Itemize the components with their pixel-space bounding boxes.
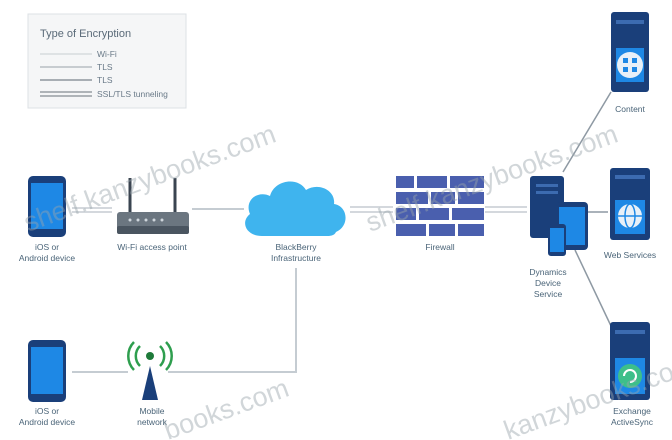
cloud-icon [245, 181, 346, 236]
wifi-access-point: Wi-Fi access point [117, 178, 189, 252]
legend-label-ssl: SSL/TLS tunneling [97, 89, 168, 99]
dynamics-service: Dynamics Device Service [529, 176, 588, 299]
brick-5 [431, 192, 455, 204]
brick-6 [458, 192, 484, 204]
device-top: iOS or Android device [19, 176, 76, 263]
router-front [117, 226, 189, 234]
grid-cell-1 [623, 58, 628, 63]
legend: Type of Encryption Wi-Fi TLS TLS SSL/TLS… [27, 13, 187, 109]
dynamics-label-1: Dynamics [529, 267, 566, 277]
router-led-2 [136, 218, 140, 222]
link-dynamics-bottom [574, 249, 612, 327]
router-led-5 [160, 218, 164, 222]
grid-icon [617, 52, 643, 78]
device-bottom: iOS or Android device [19, 340, 76, 427]
brick-1 [396, 176, 414, 188]
mobile-network: Mobile network [127, 341, 173, 427]
brick-3 [450, 176, 484, 188]
top-server-label: Content [615, 104, 645, 114]
dynamics-label-2: Device [535, 278, 561, 288]
tower-top [146, 352, 154, 360]
brick-8 [419, 208, 449, 220]
cloud-label-1: BlackBerry [275, 242, 317, 252]
grid-cell-2 [632, 58, 637, 63]
router-led-3 [144, 218, 148, 222]
mobile-network-label-2: network [137, 417, 168, 427]
brick-2 [417, 176, 447, 188]
link-cloud-mobile [168, 268, 297, 373]
web-services-label: Web Services [604, 250, 656, 260]
dynamics-label-3: Service [534, 289, 563, 299]
cloud: BlackBerry Infrastructure [245, 181, 346, 263]
brick-11 [429, 224, 455, 236]
device-top-label-1: iOS or [35, 242, 59, 252]
brick-9 [452, 208, 484, 220]
brick-10 [396, 224, 426, 236]
mobile-network-label-1: Mobile [139, 406, 164, 416]
router-led-4 [152, 218, 156, 222]
bottom-server: Exchange ActiveSync [610, 322, 654, 427]
legend-label-tls-2: TLS [97, 75, 113, 85]
device-bottom-label-1: iOS or [35, 406, 59, 416]
device-bottom-label-2: Android device [19, 417, 76, 427]
phone-screen-top [31, 183, 63, 229]
bottom-server-label-1: Exchange [613, 406, 651, 416]
link-dynamics-top [562, 91, 612, 173]
top-server-slot [616, 20, 644, 24]
phone-screen-dynamics [550, 228, 564, 252]
phone-screen-bottom [31, 347, 63, 394]
legend-label-wifi: Wi-Fi [97, 49, 117, 59]
grid-cell-4 [632, 67, 637, 72]
firewall: Firewall [396, 176, 484, 252]
server-slot-2 [536, 191, 558, 194]
server-slot-1 [536, 184, 558, 187]
connections [72, 91, 612, 373]
grid-cell-3 [623, 67, 628, 72]
firewall-label: Firewall [425, 242, 454, 252]
web-server-slot [615, 175, 645, 179]
bottom-server-slot [615, 330, 645, 334]
brick-4 [396, 192, 428, 204]
signal-waves-icon [127, 341, 173, 371]
bottom-server-label-2: ActiveSync [611, 417, 654, 427]
legend-label-tls-1: TLS [97, 62, 113, 72]
device-top-label-2: Android device [19, 253, 76, 263]
legend-title: Type of Encryption [40, 28, 131, 40]
tower-icon [142, 366, 158, 400]
sync-icon [618, 364, 642, 388]
brick-12 [458, 224, 484, 236]
wifi-label: Wi-Fi access point [117, 242, 187, 252]
watermarks: shelf.kanzybooks.com shelf.kanzybooks.co… [20, 119, 672, 440]
brick-7 [396, 208, 416, 220]
watermark-3: books.com [160, 373, 293, 440]
router-led-1 [128, 218, 132, 222]
sync-arrow [623, 369, 637, 383]
cloud-label-2: Infrastructure [271, 253, 321, 263]
web-services: Web Services [604, 168, 656, 260]
top-server: Content [611, 12, 649, 114]
